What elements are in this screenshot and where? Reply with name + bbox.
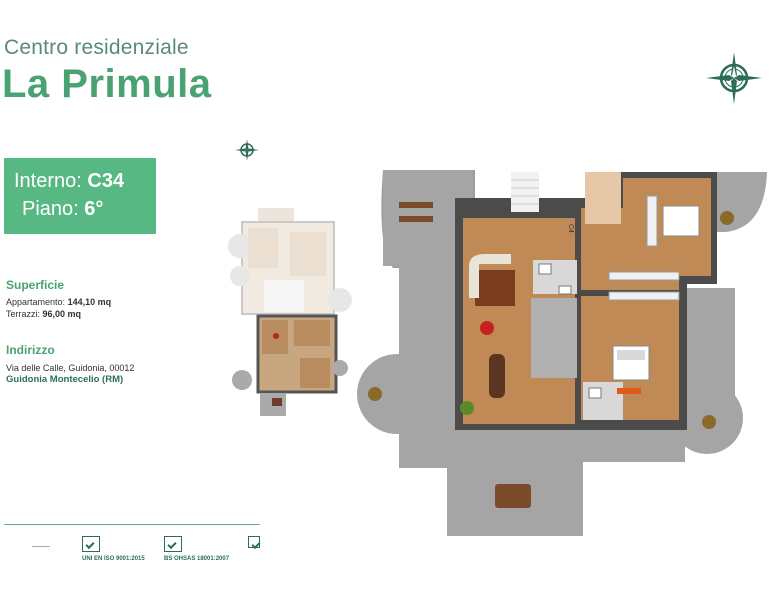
certification-label: UNI EN ISO 9001:2015 <box>82 556 145 562</box>
certification-label: BS OHSAS 18001:2007 <box>164 556 230 562</box>
footer-dash <box>32 546 50 547</box>
appartamento-value: 144,10 mq <box>67 297 112 307</box>
page-subtitle: Centro residenziale <box>4 36 189 59</box>
certification-mark-icon <box>164 536 182 552</box>
interno-label: Interno: <box>14 170 82 192</box>
interno-value: C34 <box>87 170 125 192</box>
superficie-heading: Superficie <box>6 278 65 292</box>
terrazzi-value: 96,00 mq <box>42 309 82 319</box>
appartamento-row: Appartamento: 144,10 mq <box>6 297 111 307</box>
indirizzo-heading: Indirizzo <box>6 343 55 357</box>
building-key-plan <box>228 208 352 416</box>
footer-divider <box>4 524 260 525</box>
unit-badge: Interno: C34 Piano: 6° <box>4 158 156 234</box>
compass-rose-icon <box>706 52 762 104</box>
apartment-floor-plan: C4 <box>357 170 767 536</box>
certification-mark-icon <box>82 536 100 552</box>
piano-value: 6° <box>84 198 104 220</box>
room-tag-label: C4 <box>567 224 574 233</box>
small-compass-icon <box>235 139 259 161</box>
terrazzi-row: Terrazzi: 96,00 mq <box>6 309 81 319</box>
terrazzi-label: Terrazzi: <box>6 309 41 319</box>
piano-label: Piano: <box>22 198 79 220</box>
certification-ohsas18001: BS OHSAS 18001:2007 <box>164 536 229 562</box>
address-street: Via delle Calle, Guidonia, 00012 <box>6 363 135 373</box>
page-title: La Primula <box>2 62 212 106</box>
appartamento-label: Appartamento: <box>6 297 66 307</box>
certification-iso9001: UNI EN ISO 9001:2015 <box>82 536 145 562</box>
certification-extra <box>248 536 260 548</box>
certification-mark-icon <box>248 536 260 548</box>
address-city: Guidonia Montecelio (RM) <box>6 374 124 385</box>
